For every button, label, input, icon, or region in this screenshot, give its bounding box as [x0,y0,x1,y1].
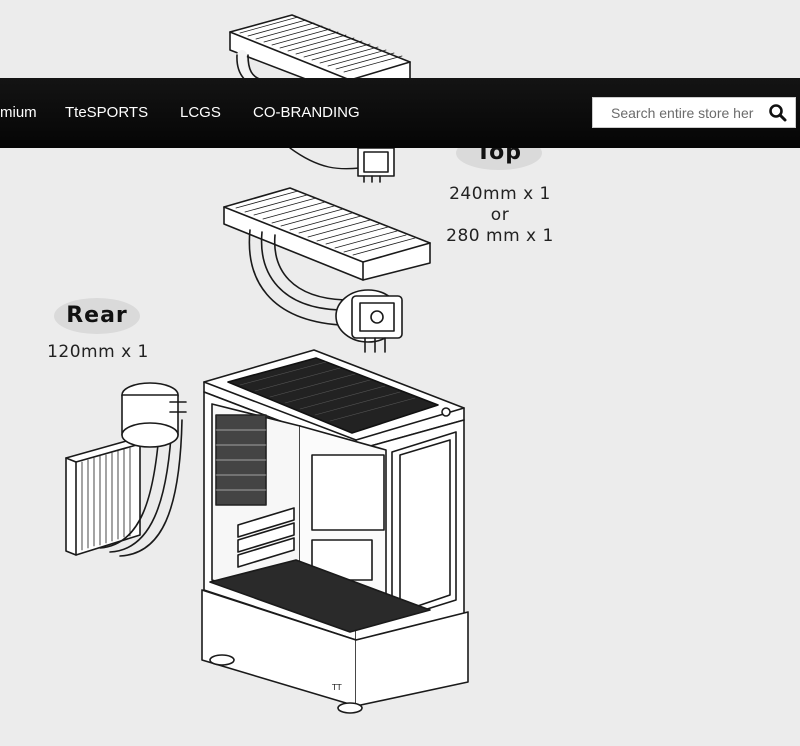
search-box [592,97,796,128]
search-input[interactable] [593,98,763,127]
top-spec-or: or [490,205,510,225]
rear-radiator [65,382,187,557]
nav-item-lcgs[interactable]: LCGS [180,104,221,121]
top-spec-280: 280 mm x 1 [446,226,554,246]
rear-spec: 120mm x 1 [47,342,149,362]
top-pump-upper [289,147,395,183]
nav-item-premium[interactable]: mium [0,104,37,121]
nav-item-ttesports[interactable]: TteSPORTS [65,104,149,121]
top-radiator-upper [229,14,411,97]
top-spec-240: 240mm x 1 [449,184,551,204]
rear-label: Rear [54,298,140,334]
search-icon[interactable] [767,102,789,124]
top-radiator [223,187,431,353]
pc-case: TT [201,349,469,714]
nav-item-co-branding[interactable]: CO-BRANDING [253,104,360,121]
svg-text:TT: TT [331,683,342,692]
